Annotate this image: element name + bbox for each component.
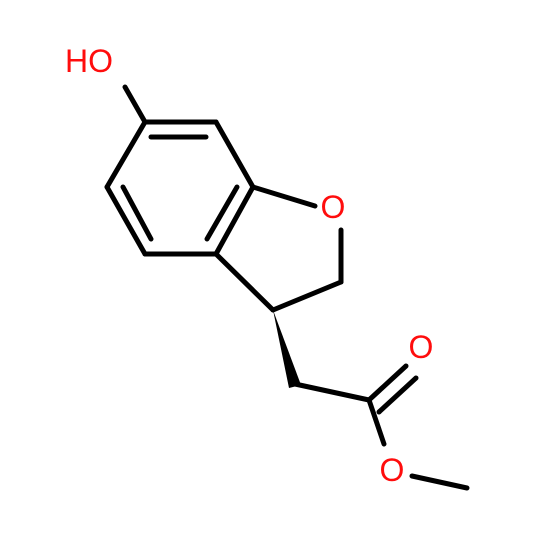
ester-oxygen-label: O bbox=[380, 452, 405, 488]
bond-c2-c3 bbox=[213, 119, 256, 190]
bond-c5-c6 bbox=[104, 184, 148, 257]
aromatic-inner-bond-2 bbox=[204, 184, 240, 242]
aromatic-inner-bond-3 bbox=[120, 184, 154, 242]
carbonyl-oxygen-label: O bbox=[409, 329, 434, 365]
bond-ester-o-methyl bbox=[409, 473, 470, 491]
bond-carbonyl-ester-o bbox=[366, 397, 387, 447]
ring-oxygen-label: O bbox=[321, 189, 346, 225]
bond-ch2-c3a bbox=[270, 279, 344, 313]
bond-c1-oh bbox=[122, 84, 148, 125]
bond-carbonyl-o-2 bbox=[376, 375, 419, 415]
bond-carbonyl-o-1 bbox=[366, 363, 409, 403]
bond-c3-c4 bbox=[213, 184, 256, 257]
bond-c3a-c4 bbox=[213, 251, 276, 313]
bond-c6-c1 bbox=[104, 119, 148, 190]
bond-ch2-carbonyl bbox=[292, 381, 372, 403]
bond-c3-ring-o bbox=[250, 184, 318, 209]
stereo-wedge-bond bbox=[273, 310, 301, 388]
hydroxyl-label: HO bbox=[65, 43, 113, 79]
